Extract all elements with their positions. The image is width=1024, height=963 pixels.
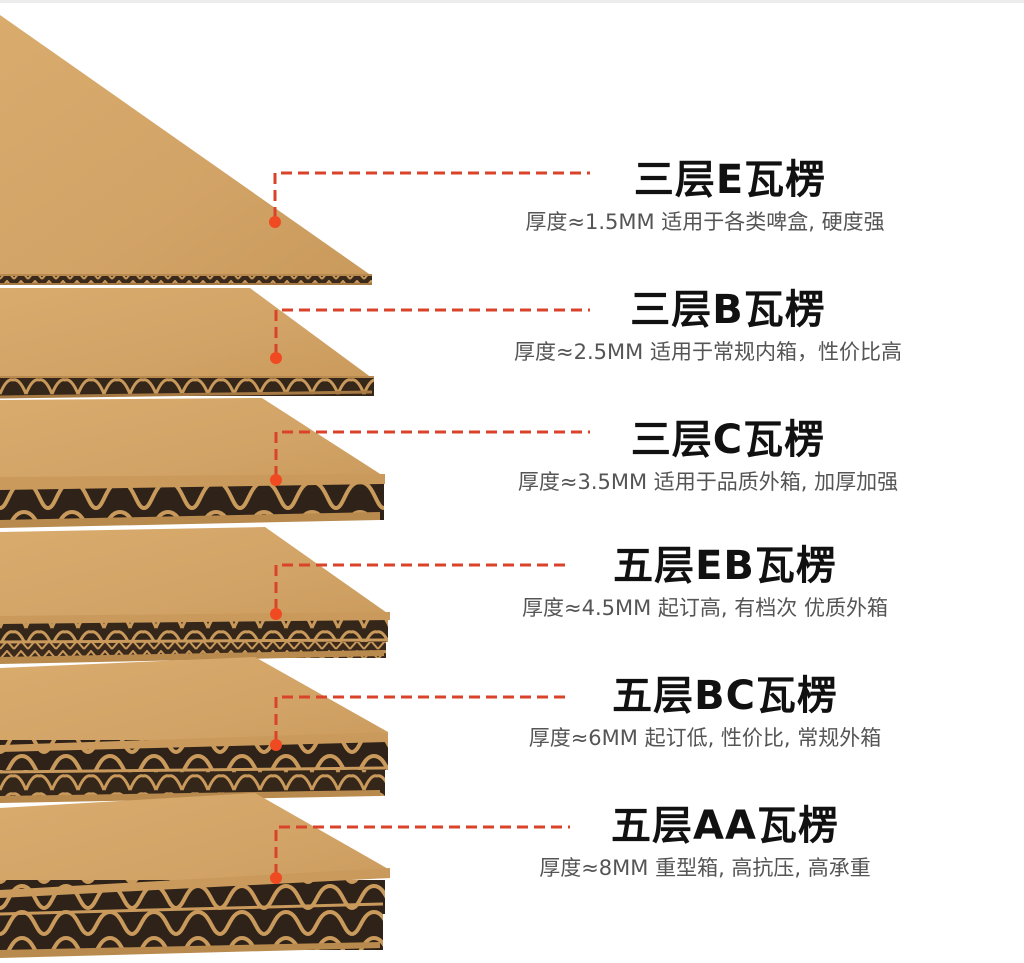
item-desc: 厚度≈4.5MM 起订高, 有档次 优质外箱 (522, 596, 888, 620)
label-item-2: 三层B瓦楞 厚度≈2.5MM 适用于常规内箱，性价比高 (443, 286, 973, 366)
sheet-bc-flute (0, 657, 388, 803)
item-desc: 厚度≈6MM 起订低, 性价比, 常规外箱 (528, 726, 882, 750)
label-item-5: 五层BC瓦楞 厚度≈6MM 起订低, 性价比, 常规外箱 (450, 672, 960, 752)
leader-dot-6 (270, 872, 282, 884)
sheet-c-flute (0, 398, 385, 528)
item-desc: 厚度≈2.5MM 适用于常规内箱，性价比高 (514, 340, 902, 364)
item-desc: 厚度≈1.5MM 适用于各类啤盒, 硬度强 (525, 210, 885, 234)
leader-line-6 (274, 825, 570, 875)
item-desc: 厚度≈8MM 重型箱, 高抗压, 高承重 (539, 856, 871, 880)
sheet-e-flute (0, 15, 372, 285)
sheet-eb-flute (0, 527, 390, 664)
leader-line-2 (274, 308, 590, 355)
item-title: 三层B瓦楞 (630, 287, 826, 333)
item-title: 五层BC瓦楞 (612, 673, 838, 719)
label-item-1: 三层E瓦楞 厚度≈1.5MM 适用于各类啤盒, 硬度强 (455, 156, 955, 236)
label-item-3: 三层C瓦楞 厚度≈3.5MM 适用于品质外箱, 加厚加强 (443, 416, 973, 496)
item-title: 五层AA瓦楞 (611, 803, 839, 849)
leader-dot-5 (270, 739, 282, 751)
item-title: 五层EB瓦楞 (613, 543, 837, 589)
leader-dot-2 (270, 352, 282, 364)
label-item-6: 五层AA瓦楞 厚度≈8MM 重型箱, 高抗压, 高承重 (450, 802, 960, 882)
label-item-4: 五层EB瓦楞 厚度≈4.5MM 起订高, 有档次 优质外箱 (450, 542, 960, 622)
leader-dots (269, 216, 282, 884)
leader-lines (273, 171, 590, 875)
top-border (0, 0, 1024, 3)
leader-line-1 (273, 171, 590, 218)
leader-dot-4 (270, 608, 282, 620)
leader-line-5 (274, 695, 570, 742)
item-desc: 厚度≈3.5MM 适用于品质外箱, 加厚加强 (517, 470, 899, 494)
leader-line-3 (274, 430, 590, 477)
item-title: 三层C瓦楞 (630, 417, 826, 463)
leader-line-4 (274, 563, 570, 610)
item-title: 三层E瓦楞 (633, 157, 827, 203)
leader-dot-1 (269, 216, 281, 228)
leader-dot-3 (270, 474, 282, 486)
sheet-b-flute (0, 288, 374, 399)
sheet-aa-flute (0, 793, 390, 958)
